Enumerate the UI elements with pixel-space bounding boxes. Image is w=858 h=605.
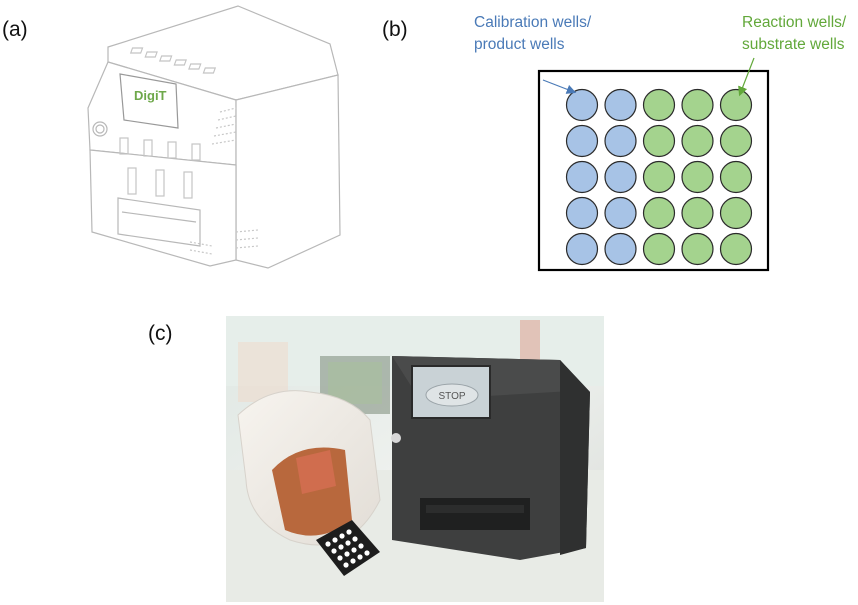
- calibration-well: [565, 160, 599, 194]
- device-line-drawing: [87, 5, 341, 269]
- panel-label-a: (a): [2, 18, 28, 41]
- reaction-wells-label: Reaction wells/ substrate wells: [742, 12, 846, 56]
- calibration-well: [604, 160, 637, 194]
- calibration-arrow: [542, 79, 577, 94]
- panel-label-b: (b): [382, 18, 408, 41]
- calibration-well: [604, 88, 637, 122]
- reaction-well: [719, 124, 753, 158]
- calibration-well: [565, 88, 599, 122]
- reaction-label-line-1: Reaction wells/: [742, 14, 847, 31]
- calibration-well: [565, 196, 599, 230]
- reaction-well: [642, 196, 676, 230]
- calibration-well: [565, 232, 599, 266]
- calibration-well: [604, 124, 637, 158]
- calibration-label-line-2: product wells: [474, 36, 565, 53]
- calibration-wells-label: Calibration wells/ product wells: [474, 12, 591, 56]
- calibration-well: [604, 232, 637, 266]
- panel-label-c: (c): [148, 322, 173, 345]
- well-grid: [565, 88, 753, 266]
- calibration-well: [604, 196, 637, 230]
- reaction-well: [681, 196, 714, 230]
- reaction-well: [642, 160, 676, 194]
- reaction-well: [642, 232, 676, 266]
- reaction-well: [719, 196, 753, 230]
- reaction-well: [642, 88, 676, 122]
- calibration-well: [565, 124, 599, 158]
- reaction-arrow: [738, 57, 755, 97]
- reaction-well: [681, 124, 714, 158]
- device-photo: STOP: [226, 316, 604, 602]
- reaction-well: [681, 160, 714, 194]
- reaction-well: [719, 88, 753, 122]
- reaction-label-line-2: substrate wells: [742, 36, 845, 53]
- reaction-well: [642, 124, 676, 158]
- device-logo-text: DigiT: [134, 88, 167, 103]
- reaction-well: [719, 232, 753, 266]
- reaction-well: [681, 88, 714, 122]
- reaction-well: [681, 232, 714, 266]
- reaction-well: [719, 160, 753, 194]
- screen-stop-text: STOP: [438, 391, 465, 402]
- calibration-label-line-1: Calibration wells/: [474, 14, 592, 31]
